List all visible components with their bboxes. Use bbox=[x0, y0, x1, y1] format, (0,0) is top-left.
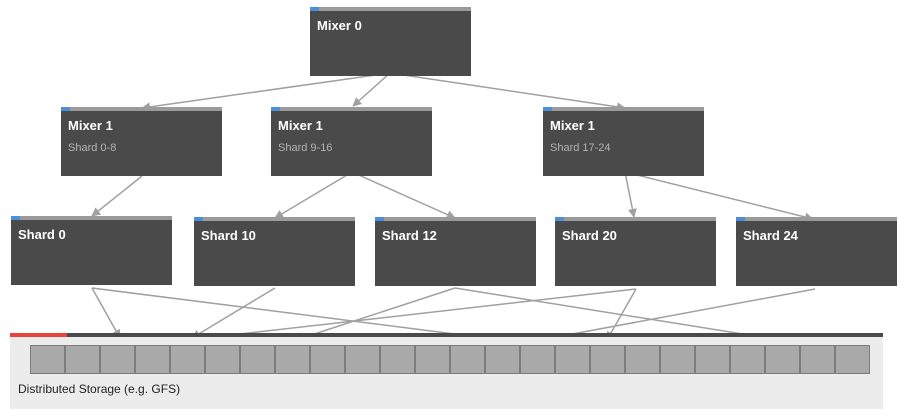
storage-cell bbox=[240, 345, 275, 374]
node-title: Mixer 0 bbox=[317, 18, 362, 33]
edge-shard0-s2 bbox=[91, 287, 503, 344]
storage-cell bbox=[765, 345, 800, 374]
storage-cell bbox=[415, 345, 450, 374]
node-accent bbox=[736, 217, 745, 221]
node-accent bbox=[11, 216, 20, 220]
storage-cells bbox=[30, 345, 870, 374]
storage-cell bbox=[730, 345, 765, 374]
storage-cell bbox=[835, 345, 870, 374]
edge-shard24-s1 bbox=[539, 288, 816, 343]
node-subtitle: Shard 17-24 bbox=[550, 142, 611, 154]
edge-mixer1c-shard20 bbox=[624, 171, 637, 218]
storage-cell bbox=[135, 345, 170, 374]
node-accent bbox=[271, 107, 280, 111]
edge-shard20-s1 bbox=[186, 288, 637, 344]
node-accent bbox=[194, 217, 203, 221]
shard-node-0[interactable]: Shard 0 bbox=[11, 216, 172, 285]
node-accent bbox=[375, 217, 384, 221]
storage-cell bbox=[485, 345, 520, 374]
node-title: Shard 10 bbox=[201, 228, 256, 243]
storage-cell bbox=[345, 345, 380, 374]
storage-cell bbox=[695, 345, 730, 374]
storage-cell bbox=[380, 345, 415, 374]
storage-cell bbox=[625, 345, 660, 374]
storage-cell bbox=[65, 345, 100, 374]
storage-cell bbox=[170, 345, 205, 374]
storage-cell bbox=[800, 345, 835, 374]
mixer-1-node-c[interactable]: Mixer 1 Shard 17-24 bbox=[543, 107, 704, 176]
node-title: Mixer 1 bbox=[550, 118, 595, 133]
mixer-1-node-b[interactable]: Mixer 1 Shard 9-16 bbox=[271, 107, 432, 176]
storage-cell bbox=[100, 345, 135, 374]
storage-cell bbox=[555, 345, 590, 374]
node-title: Mixer 1 bbox=[278, 118, 323, 133]
edge-mixer1c-shard24 bbox=[624, 171, 814, 222]
mixer-0-node[interactable]: Mixer 0 bbox=[310, 7, 471, 76]
edge-mixer1a-shard0 bbox=[91, 175, 143, 217]
node-subtitle: Shard 9-16 bbox=[278, 142, 333, 154]
storage-cell bbox=[310, 345, 345, 374]
node-title: Mixer 1 bbox=[68, 118, 113, 133]
storage-progress-fill bbox=[10, 333, 67, 337]
storage-label: Distributed Storage (e.g. GFS) bbox=[18, 382, 181, 396]
edge-shard0-s1 bbox=[91, 287, 121, 339]
edge-shard12-s1 bbox=[295, 287, 456, 342]
node-title: Shard 20 bbox=[562, 228, 617, 243]
storage-cell bbox=[660, 345, 695, 374]
node-accent bbox=[310, 7, 319, 11]
node-accent bbox=[555, 217, 564, 221]
node-title: Shard 0 bbox=[18, 227, 66, 242]
edge-mixer0-mixer1a bbox=[141, 72, 391, 112]
node-title: Shard 24 bbox=[743, 228, 798, 243]
storage-cell bbox=[590, 345, 625, 374]
edge-mixer0-mixer1c bbox=[389, 72, 626, 112]
shard-node-12[interactable]: Shard 12 bbox=[375, 217, 536, 286]
node-subtitle: Shard 0-8 bbox=[68, 142, 117, 154]
node-title: Shard 12 bbox=[382, 228, 437, 243]
storage-cell bbox=[30, 345, 65, 374]
node-accent bbox=[543, 107, 552, 111]
storage-cell bbox=[275, 345, 310, 374]
edge-shard20-s2 bbox=[606, 288, 637, 341]
shard-node-24[interactable]: Shard 24 bbox=[736, 217, 897, 286]
edge-mixer1b-shard10 bbox=[274, 171, 353, 219]
edge-mixer1b-shard12 bbox=[351, 171, 456, 219]
shard-node-20[interactable]: Shard 20 bbox=[555, 217, 716, 286]
storage-cell bbox=[205, 345, 240, 374]
edge-shard12-s2 bbox=[454, 287, 781, 344]
node-accent bbox=[61, 107, 70, 111]
edge-shard10-s1 bbox=[191, 287, 276, 339]
shard-node-10[interactable]: Shard 10 bbox=[194, 217, 355, 286]
storage-cell bbox=[450, 345, 485, 374]
storage-cell bbox=[520, 345, 555, 374]
edge-mixer0-mixer1b bbox=[352, 72, 391, 107]
storage-progress-track bbox=[10, 333, 883, 337]
mixer-1-node-a[interactable]: Mixer 1 Shard 0-8 bbox=[61, 107, 222, 176]
